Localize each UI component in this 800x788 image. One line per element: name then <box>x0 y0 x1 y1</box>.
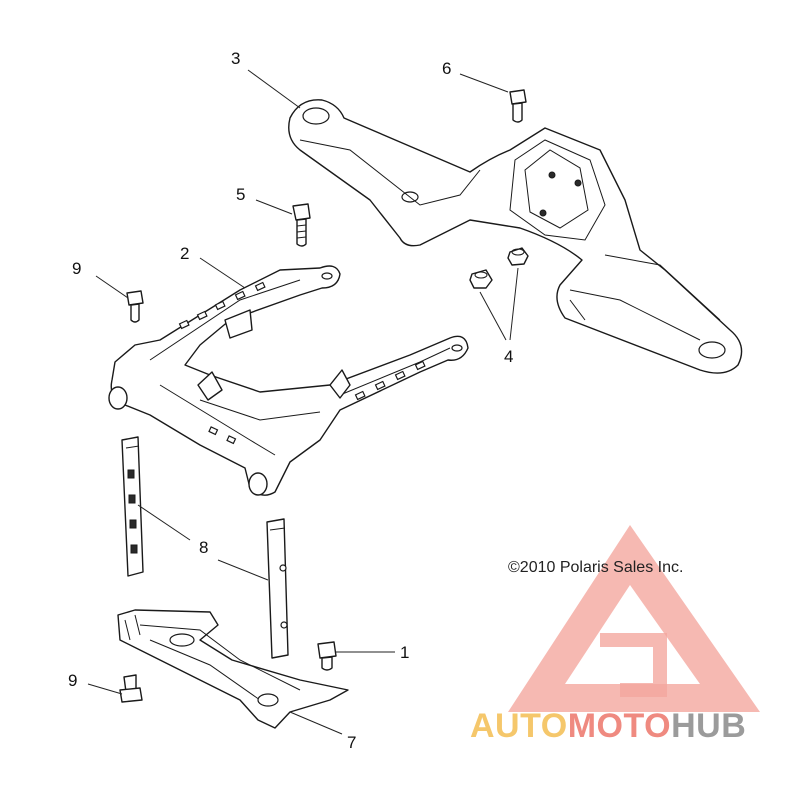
part-9-bolt-lower <box>119 674 143 703</box>
callout-1: 1 <box>400 643 409 662</box>
callout-7: 7 <box>347 733 356 752</box>
part-3-upper-crossmember <box>288 99 743 374</box>
svg-text:AUTOMOTOHUB: AUTOMOTOHUB <box>470 707 746 745</box>
watermark-wordmark: AUTOMOTOHUB <box>470 707 746 745</box>
callout-labels: 1 2 3 4 5 6 7 8 9 9 <box>68 49 513 752</box>
leader-lines <box>87 69 519 735</box>
watermark-logo <box>508 525 760 712</box>
part-7-skid-plate <box>117 609 349 729</box>
watermark-triangle-icon <box>508 525 760 712</box>
copyright-notice: ©2010 Polaris Sales Inc. <box>508 559 683 576</box>
callout-2: 2 <box>180 244 189 263</box>
part-1-bolt <box>317 641 337 671</box>
watermark-part-moto: MOTO <box>568 707 671 745</box>
part-9-bolt-upper <box>126 290 144 323</box>
watermark-part-hub: HUB <box>671 707 746 745</box>
watermark-part-auto: AUTO <box>470 707 568 745</box>
callout-4: 4 <box>504 347 513 366</box>
part-4-nuts <box>469 247 529 289</box>
part-8-spacer-right <box>266 518 289 659</box>
callout-6: 6 <box>442 59 451 78</box>
frame-slot-holes <box>178 281 426 445</box>
part-6-bolt <box>509 89 527 123</box>
callout-5: 5 <box>236 185 245 204</box>
part-5-bolt <box>292 203 311 247</box>
callout-8: 8 <box>199 538 208 557</box>
callout-9-upper: 9 <box>72 259 81 278</box>
part-8-spacer-left <box>121 436 144 577</box>
callout-9-lower: 9 <box>68 671 77 690</box>
part-2-main-frame <box>108 265 469 496</box>
callout-3: 3 <box>231 49 240 68</box>
